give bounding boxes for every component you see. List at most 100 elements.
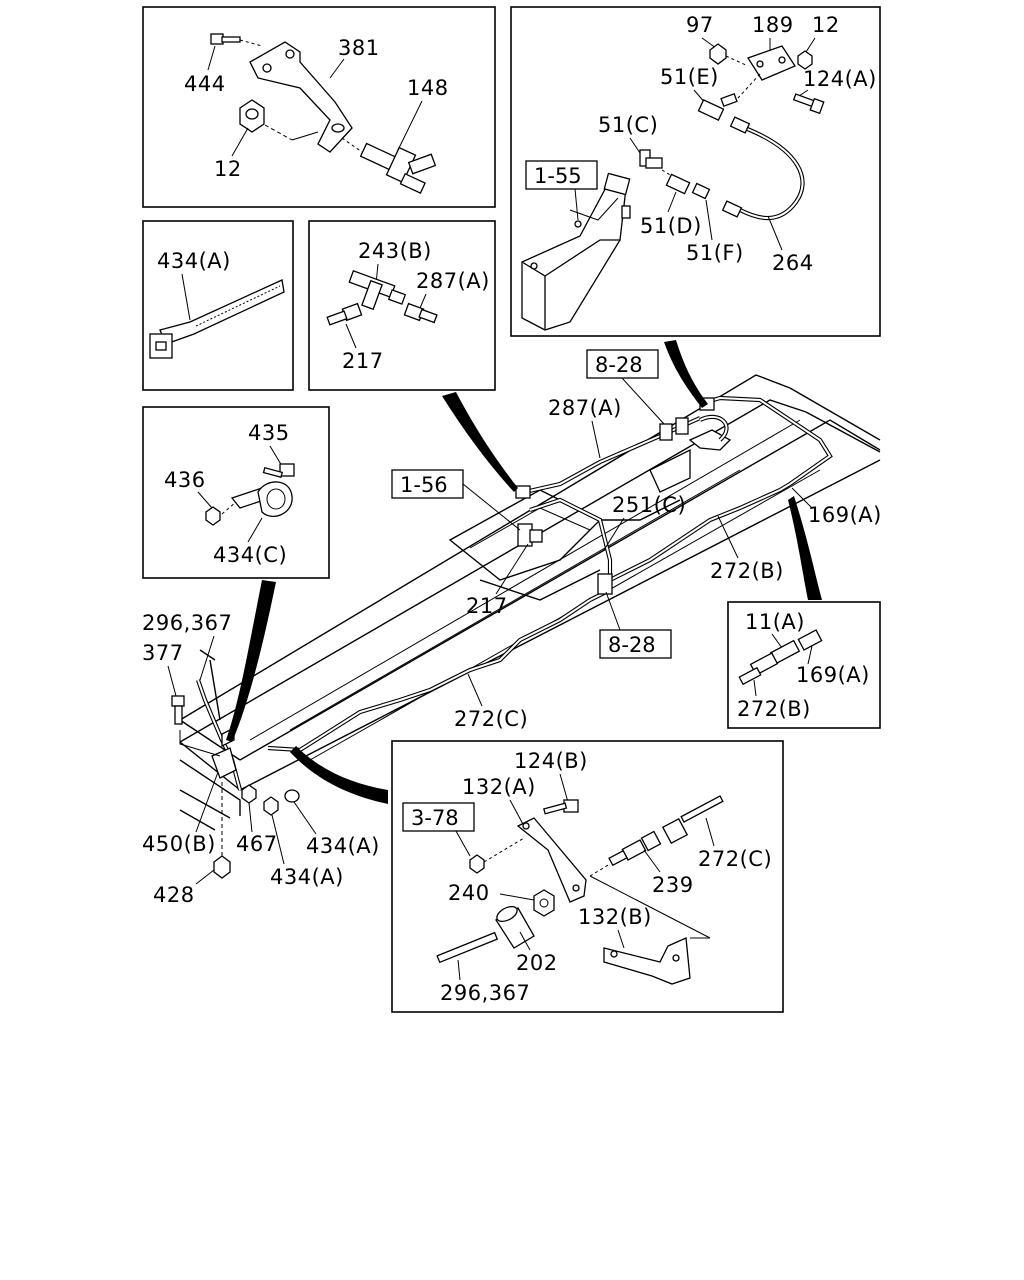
- nut-434a-part: [263, 796, 279, 816]
- panel-clamp-434c: 435 436 434(C): [142, 406, 330, 579]
- label-296-367-box: 296,367: [440, 981, 530, 1005]
- panel-clip-434a: 434(A): [142, 220, 294, 391]
- label-132a: 132(A): [462, 775, 536, 799]
- label-51c: 51(C): [598, 113, 658, 137]
- tee-on-frame: [515, 485, 613, 595]
- label-272b-joint: 272(B): [737, 697, 811, 721]
- ref-8-28-top: 8-28: [595, 353, 643, 377]
- ref-box-8-28-mid: [599, 629, 672, 659]
- label-434a-m2: 434(A): [270, 865, 344, 889]
- label-272c-main: 272(C): [454, 707, 528, 731]
- label-467: 467: [236, 832, 278, 856]
- label-202: 202: [516, 951, 558, 975]
- label-264: 264: [772, 251, 814, 275]
- nut-467-part: [241, 784, 257, 804]
- label-272b-main: 272(B): [710, 559, 784, 583]
- callout-arrow-clamp: [226, 580, 276, 742]
- ref-3-78: 3-78: [411, 806, 459, 830]
- joint-11a-part: [738, 629, 823, 686]
- label-296-367-left: 296,367: [142, 611, 232, 635]
- label-251c: 251(C): [612, 493, 686, 517]
- clamp-434c-part: [230, 481, 293, 517]
- pipe-272c-part: [661, 795, 724, 845]
- cable-tie-434a-part: [149, 279, 285, 359]
- label-239: 239: [652, 873, 694, 897]
- fuel-line-272c: [267, 588, 611, 753]
- panel-tee-243b: 243(B) 287(A) 217: [308, 220, 496, 391]
- fuel-line-272b: [609, 482, 792, 582]
- label-148: 148: [407, 76, 449, 100]
- label-132b: 132(B): [578, 905, 652, 929]
- label-381: 381: [338, 36, 380, 60]
- label-450b: 450(B): [142, 832, 216, 856]
- callout-arrow-filter: [664, 340, 708, 408]
- tee-243b-part: [348, 270, 407, 311]
- label-272c-box: 272(C): [698, 847, 772, 871]
- ref-8-28-mid: 8-28: [608, 633, 656, 657]
- panel-bracket-valve: 444 381 148 12: [142, 6, 496, 208]
- label-51d: 51(D): [640, 214, 702, 238]
- label-287a-tee: 287(A): [416, 269, 490, 293]
- callout-arrow-tee: [442, 392, 518, 492]
- panel-filter-assembly: 97 189 12 51(E) 124(A) 51(C): [510, 6, 881, 337]
- filter-on-frame: [649, 397, 732, 493]
- label-97: 97: [686, 13, 714, 37]
- fitting-51d-part: [665, 173, 711, 200]
- nut-97-part: [709, 43, 727, 65]
- bracket-132b-part: [603, 937, 691, 985]
- washer-434a-part: [284, 789, 300, 803]
- label-240: 240: [448, 881, 490, 905]
- label-169a-joint: 169(A): [796, 663, 870, 687]
- nut-3-78-part: [469, 854, 485, 874]
- nut-428-part: [213, 855, 231, 879]
- filter-1-55-part: [521, 172, 631, 331]
- pipe-296-367-part: [436, 931, 499, 964]
- label-435: 435: [248, 421, 290, 445]
- nut-12-filter-part: [797, 50, 813, 70]
- nut-12-part: [239, 99, 265, 133]
- nut-436-part: [205, 506, 221, 526]
- fuel-line-287a: [515, 416, 701, 580]
- callout-arrow-joint: [788, 496, 822, 600]
- label-428: 428: [153, 883, 195, 907]
- label-124b: 124(B): [514, 749, 588, 773]
- label-434a-m1: 434(A): [306, 834, 380, 858]
- ref-box-1-55: [525, 160, 598, 190]
- label-189: 189: [752, 13, 794, 37]
- label-12-filter: 12: [812, 13, 840, 37]
- bolt-124a-part: [792, 93, 825, 115]
- valve-148-part: [359, 142, 437, 194]
- label-11a: 11(A): [745, 610, 805, 634]
- fitting-217-part: [326, 302, 363, 326]
- fitting-51c-part: [639, 149, 663, 169]
- label-51e: 51(E): [660, 65, 719, 89]
- label-377: 377: [142, 641, 184, 665]
- label-444: 444: [184, 72, 226, 96]
- bolt-435-part: [262, 463, 295, 479]
- chassis-frame: [179, 374, 881, 831]
- sleeve-202-part: [495, 905, 535, 949]
- bolt-124b-part: [543, 799, 579, 815]
- bracket-189-part: [747, 45, 796, 81]
- bracket-132a-part: [516, 817, 587, 903]
- bolt-377-part: [171, 695, 185, 725]
- label-12-bracket: 12: [214, 157, 242, 181]
- ref-box-3-78: [402, 802, 475, 832]
- ref-box-8-28-top: [586, 349, 659, 379]
- panel-bracket-assembly: 124(B) 132(A) 3-78 272(C) 239: [391, 740, 784, 1013]
- ref-box-1-56: [391, 469, 464, 499]
- callout-arrow-bracket: [290, 746, 388, 804]
- label-436: 436: [164, 468, 206, 492]
- fitting-239-part: [608, 830, 662, 867]
- label-124a: 124(A): [803, 67, 877, 91]
- label-169a-main: 169(A): [808, 503, 882, 527]
- label-434c: 434(C): [213, 543, 287, 567]
- label-51f: 51(F): [686, 241, 744, 265]
- pipe-264-part: [721, 116, 805, 221]
- fitting-287a-part: [403, 302, 438, 324]
- fuel-line-169a: [699, 395, 833, 486]
- label-217-tee: 217: [342, 349, 384, 373]
- ref-1-56: 1-56: [400, 473, 448, 497]
- ref-1-55: 1-55: [534, 164, 582, 188]
